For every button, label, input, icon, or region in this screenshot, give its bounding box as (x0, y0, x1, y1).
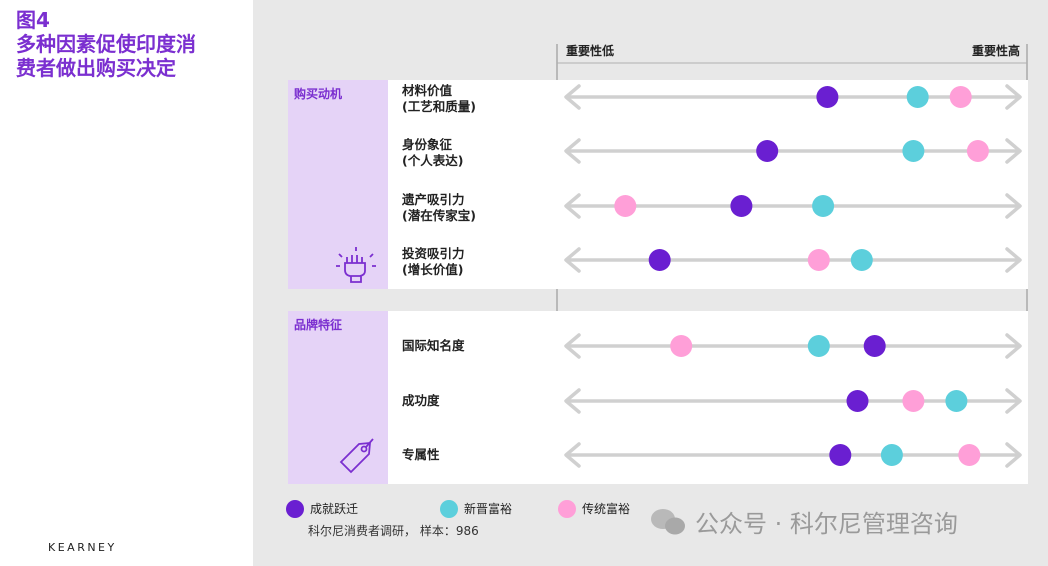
legend-label: 传统富裕 (582, 501, 630, 516)
figure-title: 图4 多种因素促使印度消 费者做出购买决定 (16, 8, 246, 80)
data-point-3 (614, 195, 637, 217)
legend-label: 成就跃迁 (310, 502, 358, 516)
arrow-head-right (1005, 247, 1022, 273)
arrow-head-right (1005, 193, 1022, 219)
row-label-main: 遗产吸引力 (401, 192, 465, 207)
tag-shape (339, 442, 371, 474)
row-label-sub: (个人表达) (402, 153, 463, 168)
data-point-1 (829, 444, 852, 466)
data-point-2 (906, 86, 929, 108)
data-point-1 (863, 335, 886, 357)
data-point-3 (958, 444, 981, 466)
data-point-1 (756, 140, 779, 162)
row-label-sub: (增长价值) (402, 262, 463, 277)
legend-label: 新晋富裕 (464, 501, 512, 516)
section-label-band (288, 311, 388, 484)
data-point-3 (949, 86, 972, 108)
arrow-head-right (1005, 333, 1022, 359)
figure-number: 图4 (16, 8, 50, 32)
row-label-main: 身份象征 (402, 137, 453, 152)
data-point-1 (730, 195, 753, 217)
arrow-head-left (564, 138, 581, 164)
legend-marker (558, 500, 576, 518)
section-label-band (288, 80, 388, 289)
row-label-sub: (潜在传家宝) (402, 208, 476, 223)
section-title: 品牌特征 (294, 317, 342, 332)
row-label-sub: (工艺和质量) (402, 99, 476, 114)
data-point-1 (846, 390, 869, 412)
tag-string (365, 438, 374, 448)
tag-hole (360, 445, 368, 453)
data-point-3 (807, 249, 830, 271)
section-title: 购买动机 (294, 86, 342, 101)
data-point-2 (812, 195, 835, 217)
raised-fist-icon (336, 247, 376, 283)
row-label-main: 投资吸引力 (402, 246, 465, 261)
arrow-head-right (1005, 388, 1022, 414)
data-point-3 (966, 140, 989, 162)
row-label-main: 国际知名度 (402, 338, 465, 353)
row-label-main: 材料价值 (401, 83, 453, 98)
fist-rays (336, 247, 376, 267)
watermark-text: 公众号 · 科尔尼管理咨询 (695, 510, 958, 538)
wechat-icon (651, 509, 685, 535)
data-point-2 (880, 444, 903, 466)
row-label-main: 专属性 (402, 447, 440, 462)
data-point-3 (670, 335, 693, 357)
figure-title-line-2: 费者做出购买决定 (16, 56, 176, 80)
source-note: 科尔尼消费者调研， 样本：986 (308, 523, 479, 538)
data-point-3 (902, 390, 925, 412)
legend-marker (286, 500, 304, 518)
arrow-head-left (564, 333, 581, 359)
legend-marker (440, 500, 458, 518)
data-point-1 (648, 249, 671, 271)
data-point-2 (850, 249, 873, 271)
low-importance-label: 重要性低 (566, 43, 614, 58)
high-importance-label: 重要性高 (972, 43, 1020, 58)
figure-title-line-1: 多种因素促使印度消 (16, 32, 196, 56)
left-panel: 图4 多种因素促使印度消 费者做出购买决定 KEARNEY (0, 0, 253, 566)
arrow-head-left (564, 84, 581, 110)
brand-logo: KEARNEY (48, 541, 117, 554)
arrow-head-left (564, 442, 581, 468)
data-point-2 (945, 390, 968, 412)
price-tag-icon (339, 438, 374, 474)
row-label-main: 成功度 (402, 393, 440, 408)
fist-shape (344, 255, 366, 283)
arrow-head-left (564, 388, 581, 414)
arrow-head-right (1005, 138, 1022, 164)
arrow-head-left (564, 247, 581, 273)
data-point-2 (807, 335, 830, 357)
data-point-2 (902, 140, 925, 162)
data-point-1 (816, 86, 839, 108)
arrow-head-left (564, 193, 581, 219)
arrow-head-right (1005, 84, 1022, 110)
wechat-bubble-small (665, 517, 685, 535)
arrow-head-right (1005, 442, 1022, 468)
